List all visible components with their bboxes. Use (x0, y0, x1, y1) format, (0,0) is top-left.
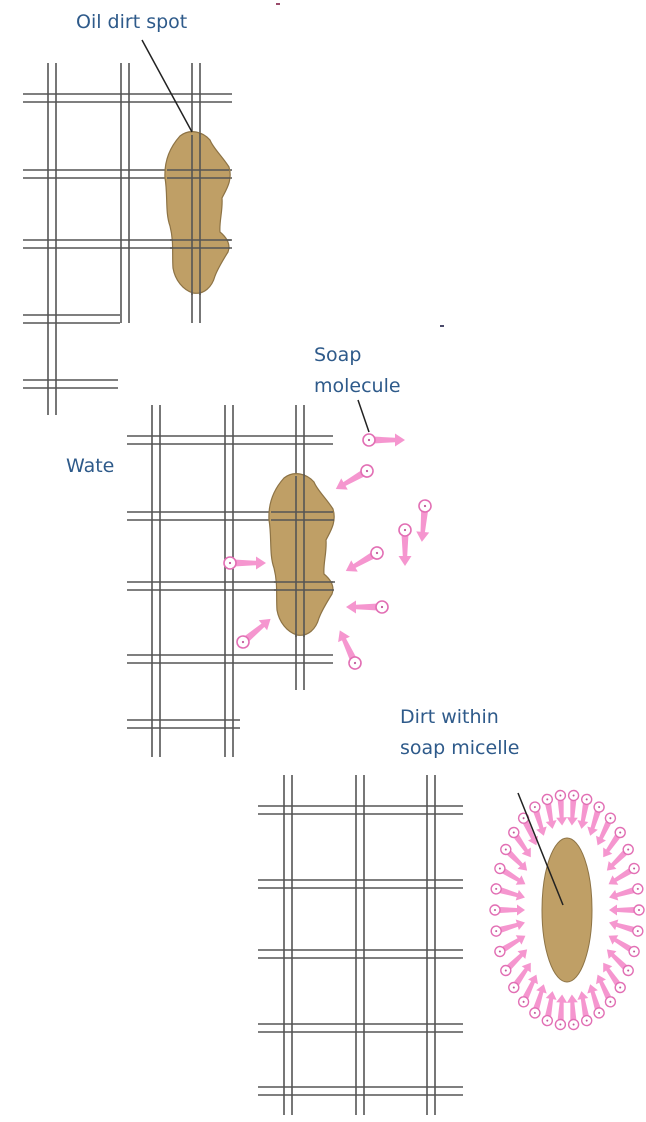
fabric-weave-3-horizontal (258, 806, 463, 1095)
micelle-dirt-core (542, 838, 592, 982)
micelle-soap-molecule (609, 905, 644, 916)
micelle-soap-molecule (541, 794, 558, 830)
label-water: Wate (66, 455, 114, 477)
micelle-soap-molecule (566, 790, 579, 826)
label-micelle-line1: Dirt within (400, 706, 499, 728)
micelle-soap-molecule (490, 917, 527, 938)
micelle-soap-molecule (607, 917, 644, 938)
micelle-soap-molecule (566, 994, 579, 1030)
fabric-weave-3-vertical (284, 775, 435, 1115)
micelle-soap-molecule (576, 794, 593, 830)
oil-dirt-spot (165, 132, 230, 294)
label-soap-line1: Soap (314, 344, 361, 366)
label-oil-dirt-spot: Oil dirt spot (76, 11, 187, 33)
soap-micelle (490, 790, 644, 1030)
fabric-panel-3 (258, 775, 463, 1115)
micelle-soap-molecule (607, 882, 644, 903)
top-speck (276, 3, 280, 5)
micelle-soap-molecule (576, 990, 593, 1026)
micelle-soap-molecule (490, 882, 527, 903)
micelle-soap-molecule (490, 905, 525, 916)
label-micelle-line2: soap micelle (400, 737, 519, 759)
panel-2-speck (440, 325, 444, 327)
label-soap-line2: molecule (314, 375, 401, 397)
micelle-soap-molecule (555, 790, 568, 826)
micelle-soap-molecule (555, 994, 568, 1030)
oil-dirt-pointer (142, 40, 192, 132)
micelle-soap-molecule (541, 990, 558, 1026)
